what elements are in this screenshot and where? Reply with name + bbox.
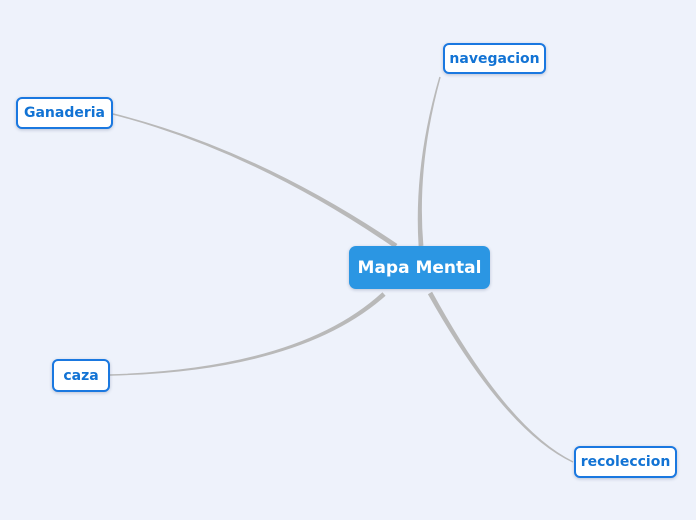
node-label: Ganaderia bbox=[23, 105, 106, 121]
connector-caza-to-root bbox=[110, 292, 386, 376]
connector-recoleccion-to-root bbox=[427, 291, 574, 463]
mindmap-node-ganaderia[interactable]: Ganaderia bbox=[16, 97, 113, 129]
node-label: recoleccion bbox=[580, 454, 671, 470]
root-node-label: Mapa Mental bbox=[357, 257, 482, 278]
node-label: caza bbox=[63, 367, 99, 384]
mindmap-node-recoleccion[interactable]: recoleccion bbox=[574, 446, 677, 478]
node-label: navegacion bbox=[449, 50, 540, 67]
connector-ganaderia-to-root bbox=[112, 113, 398, 248]
mindmap-node-caza[interactable]: caza bbox=[52, 359, 110, 392]
mindmap-root-node[interactable]: Mapa Mental bbox=[349, 246, 490, 289]
connector-navegacion-to-root bbox=[417, 76, 441, 247]
mindmap-node-navegacion[interactable]: navegacion bbox=[443, 43, 546, 74]
